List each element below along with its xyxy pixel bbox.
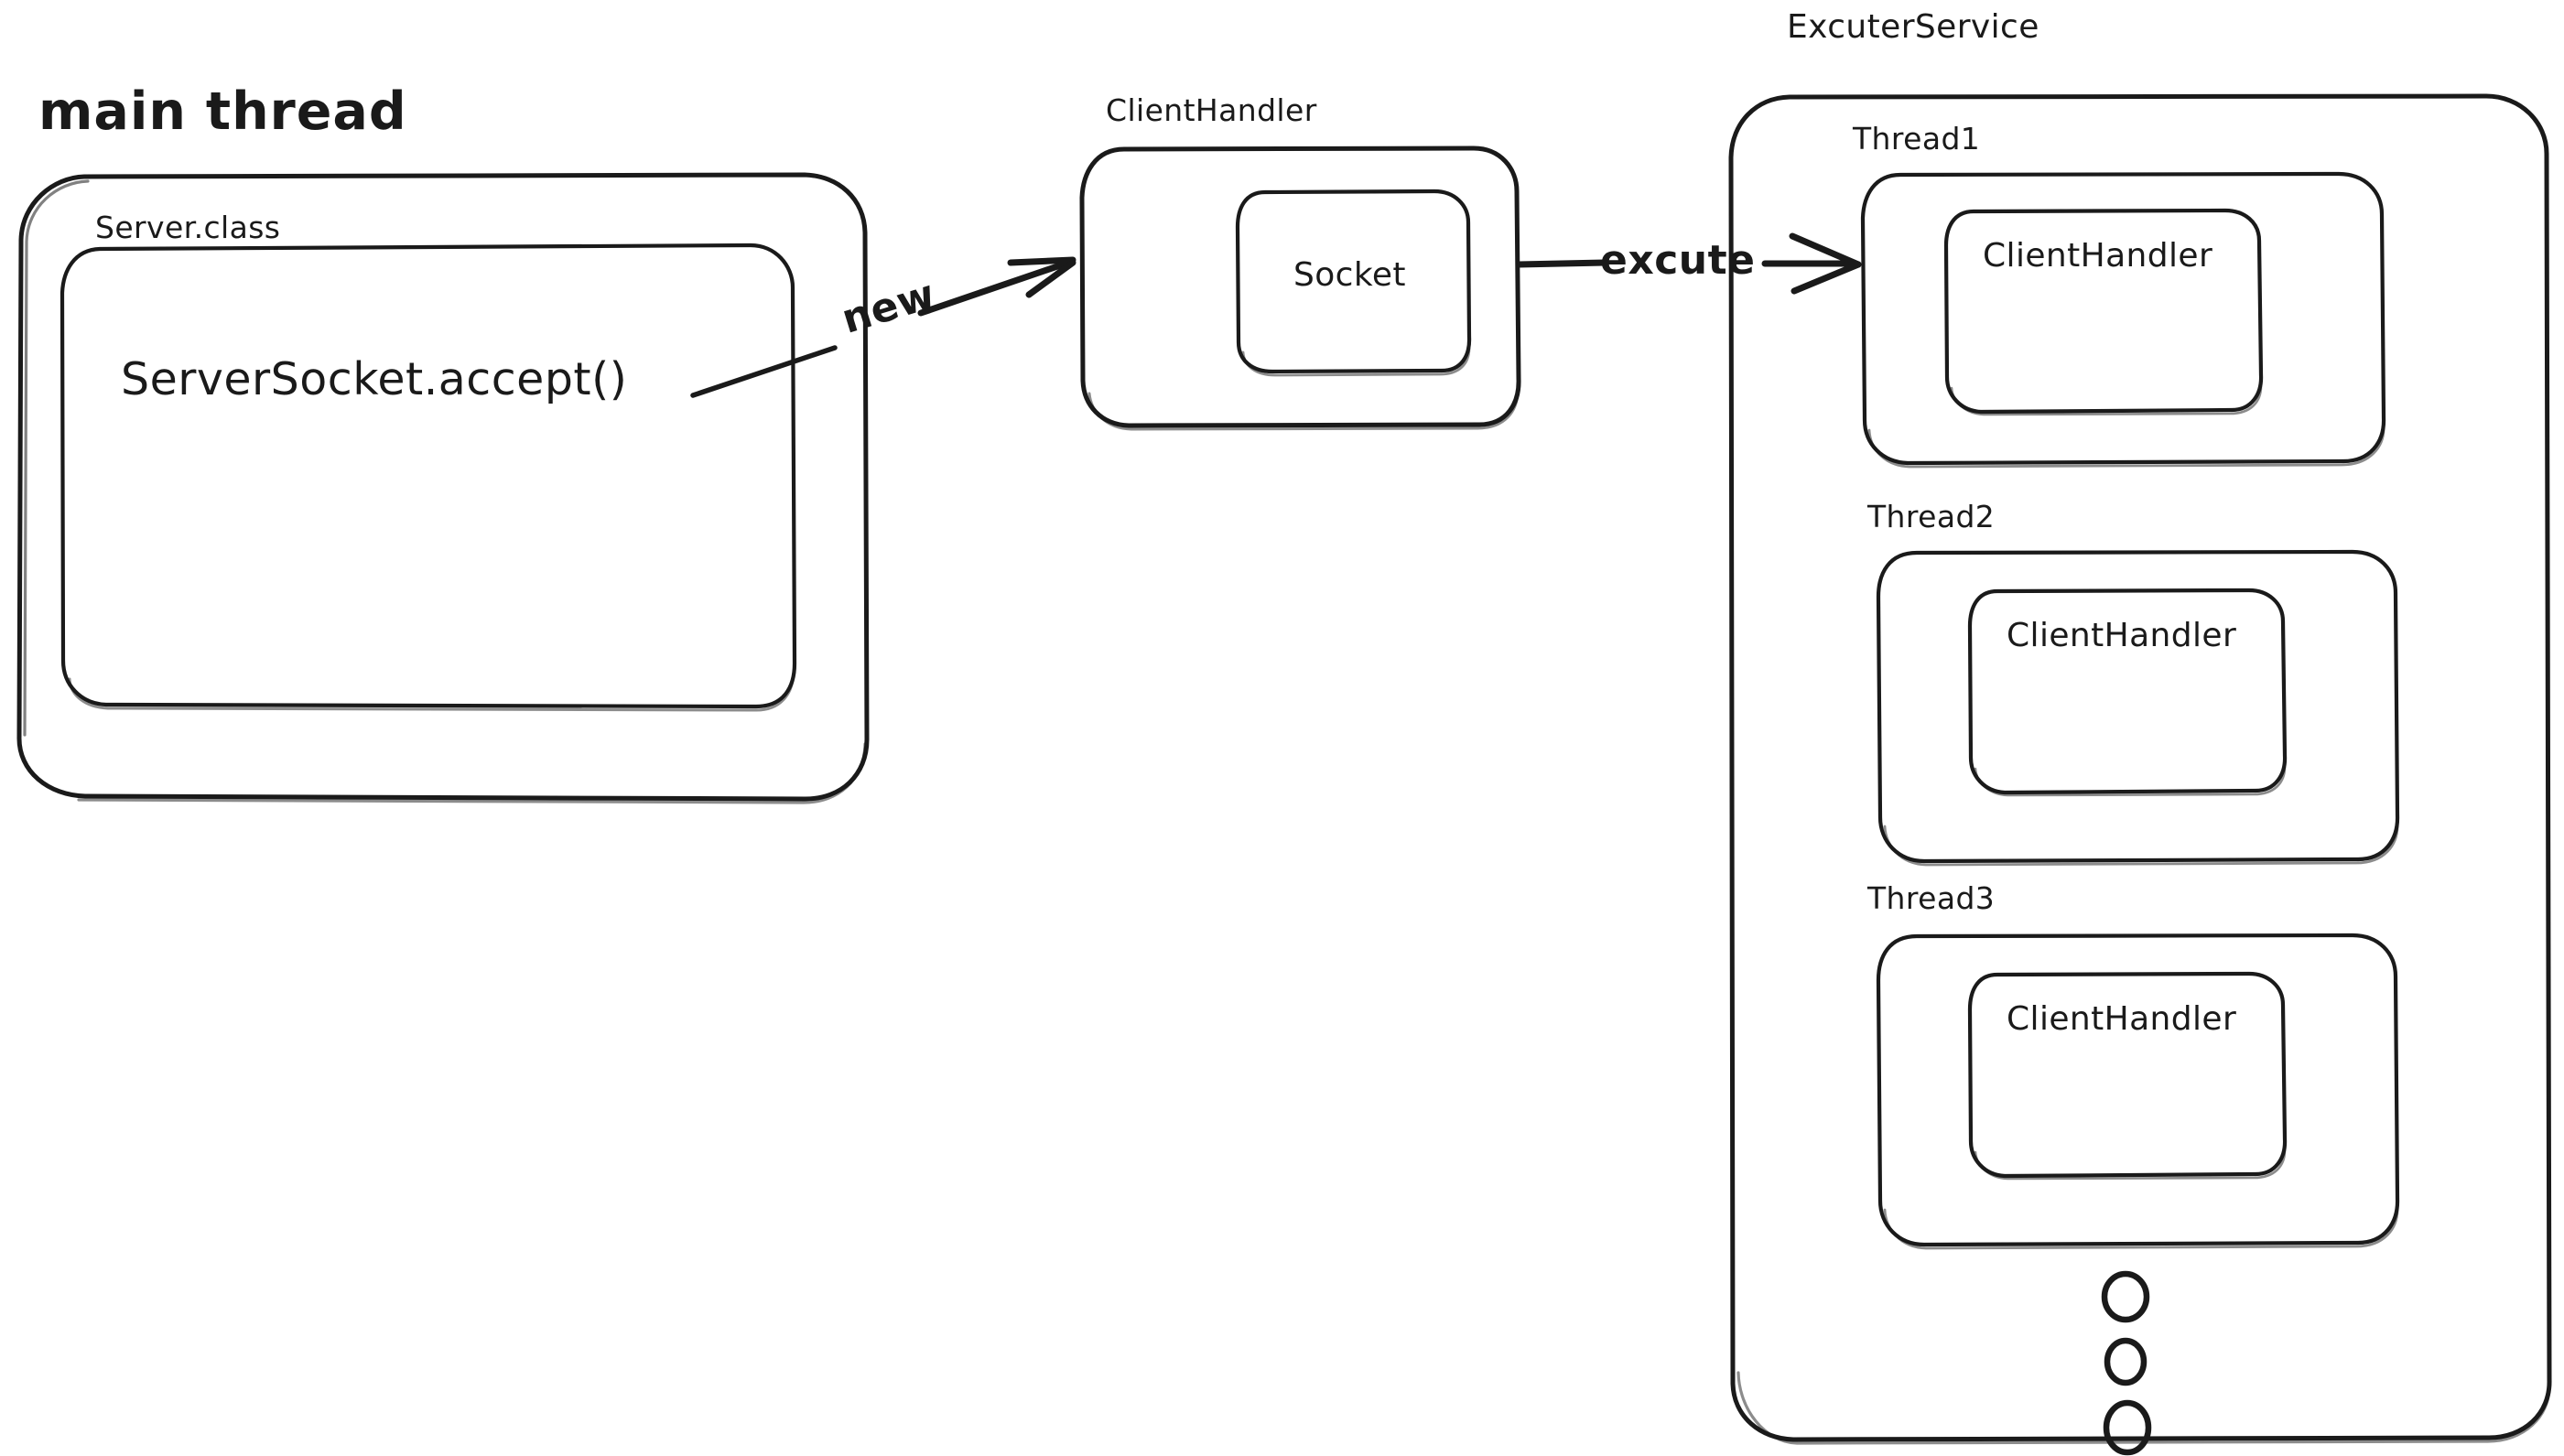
thread2-handler-label: ClientHandler xyxy=(2007,617,2237,654)
new-arrow xyxy=(690,256,1076,398)
thread3-handler-label: ClientHandler xyxy=(2007,1000,2237,1038)
thread1-box xyxy=(1860,171,2386,469)
excute-arrow xyxy=(1515,232,1862,295)
client-handler-title: ClientHandler xyxy=(1106,92,1317,128)
ellipsis-dot-3 xyxy=(2103,1399,2152,1456)
client-handler-box xyxy=(1079,146,1521,431)
thread1-handler-label: ClientHandler xyxy=(1983,237,2213,275)
thread3-box xyxy=(1876,933,2400,1250)
server-class-title: Server.class xyxy=(95,210,281,245)
socket-label: Socket xyxy=(1293,256,1406,294)
thread2-title: Thread2 xyxy=(1867,499,1996,534)
ellipsis-dots xyxy=(2101,1270,2152,1456)
executor-service-title: ExcuterService xyxy=(1787,8,2039,46)
main-thread-box xyxy=(16,172,870,804)
excute-arrow-label: excute xyxy=(1600,237,1756,284)
thread3-handler-box xyxy=(1967,971,2288,1181)
socket-box xyxy=(1235,189,1472,377)
thread1-handler-box xyxy=(1943,208,2264,416)
thread1-title: Thread1 xyxy=(1853,121,1981,156)
thread2-box xyxy=(1876,549,2400,867)
thread3-title: Thread3 xyxy=(1867,880,1996,916)
server-socket-accept-label: ServerSocket.accept() xyxy=(121,353,628,405)
main-thread-title: main thread xyxy=(38,81,407,142)
executor-service-box xyxy=(1728,93,2552,1445)
ellipsis-dot-1 xyxy=(2101,1270,2150,1323)
thread2-handler-box xyxy=(1967,588,2288,797)
ellipsis-dot-2 xyxy=(2104,1337,2147,1386)
server-class-box xyxy=(60,243,797,712)
